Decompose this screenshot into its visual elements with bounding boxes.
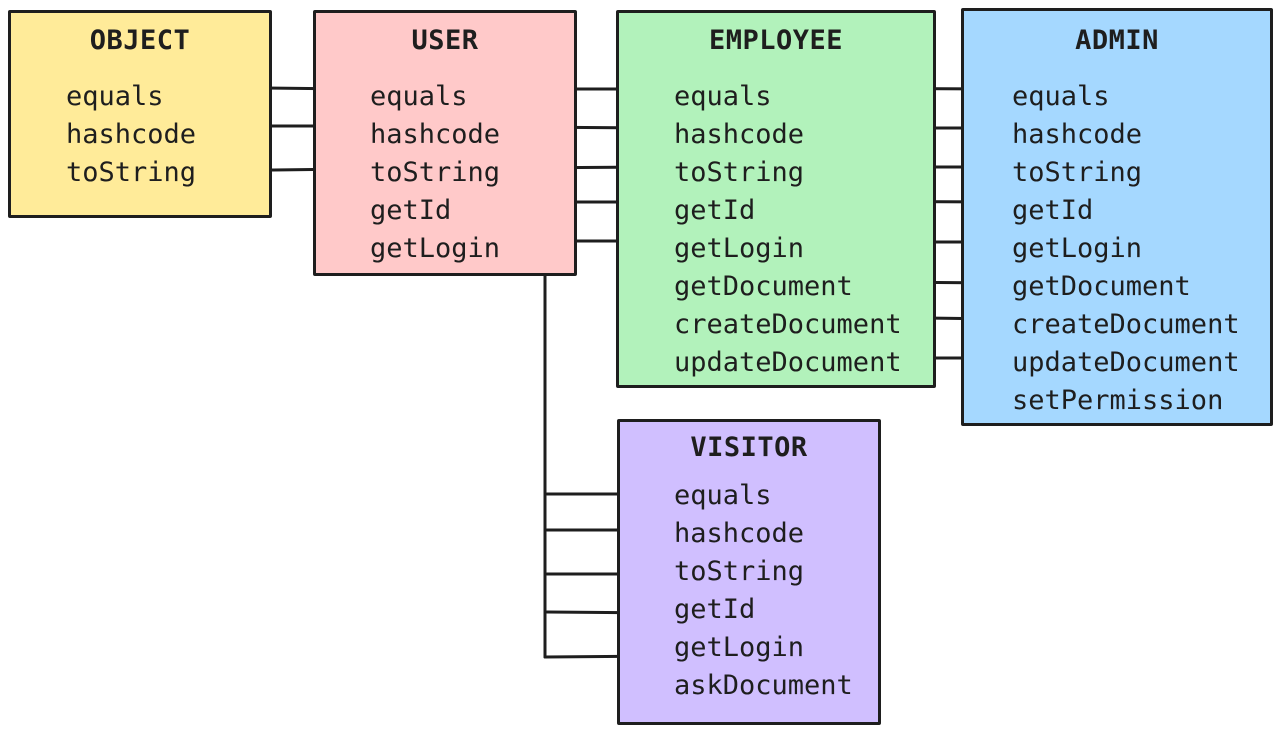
object-member-tostring: toString — [66, 157, 197, 188]
class-box-employee: EMPLOYEE equals hashcode toString getId … — [616, 10, 936, 388]
user-member-hashcode: hashcode — [370, 119, 501, 150]
class-title-visitor: VISITOR — [690, 432, 808, 463]
visitor-member-equals: equals — [674, 480, 772, 511]
admin-member-createdocument: createDocument — [1012, 309, 1240, 340]
class-box-visitor: VISITOR equals hashcode toString getId g… — [617, 419, 881, 725]
object-member-equals: equals — [66, 81, 164, 112]
employee-member-equals: equals — [674, 81, 772, 112]
class-title-object: OBJECT — [89, 25, 191, 56]
admin-member-getlogin: getLogin — [1012, 233, 1143, 264]
admin-member-setpermission: setPermission — [1012, 385, 1224, 416]
class-box-user: USER equals hashcode toString getId getL… — [313, 10, 577, 276]
visitor-member-askdocument: askDocument — [674, 670, 853, 701]
employee-member-tostring: toString — [674, 157, 805, 188]
user-member-getlogin: getLogin — [370, 233, 501, 264]
class-title-employee: EMPLOYEE — [708, 25, 844, 56]
user-member-equals: equals — [370, 81, 468, 112]
user-member-getid: getId — [370, 195, 452, 226]
visitor-member-getlogin: getLogin — [674, 632, 805, 663]
class-box-admin: ADMIN equals hashcode toString getId get… — [961, 8, 1273, 426]
admin-member-getdocument: getDocument — [1012, 271, 1191, 302]
class-title-admin: ADMIN — [1075, 25, 1159, 56]
employee-member-getlogin: getLogin — [674, 233, 805, 264]
admin-member-hashcode: hashcode — [1012, 119, 1143, 150]
employee-member-createdocument: createDocument — [674, 309, 902, 340]
employee-member-hashcode: hashcode — [674, 119, 805, 150]
employee-member-updatedocument: updateDocument — [674, 347, 902, 378]
visitor-member-tostring: toString — [674, 556, 805, 587]
user-member-tostring: toString — [370, 157, 501, 188]
object-member-hashcode: hashcode — [66, 119, 197, 150]
class-box-object: OBJECT equals hashcode toString — [8, 10, 272, 218]
employee-member-getid: getId — [674, 195, 756, 226]
visitor-member-getid: getId — [674, 594, 756, 625]
admin-member-updatedocument: updateDocument — [1012, 347, 1240, 378]
class-title-user: USER — [411, 25, 479, 56]
employee-member-getdocument: getDocument — [674, 271, 853, 302]
admin-member-equals: equals — [1012, 81, 1110, 112]
admin-member-getid: getId — [1012, 195, 1094, 226]
admin-member-tostring: toString — [1012, 157, 1143, 188]
visitor-member-hashcode: hashcode — [674, 518, 805, 549]
